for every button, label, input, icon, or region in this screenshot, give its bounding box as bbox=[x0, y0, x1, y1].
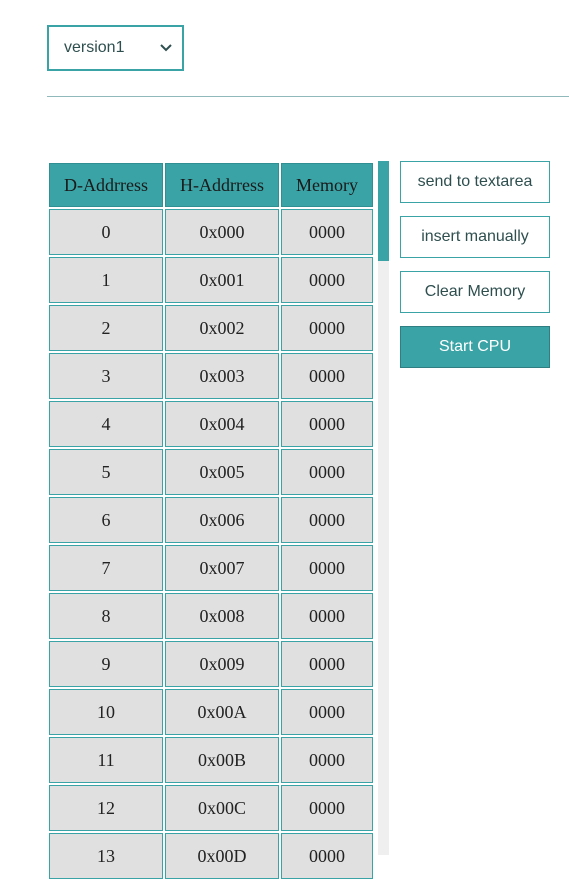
h-address-cell: 0x00D bbox=[165, 833, 279, 879]
column-header-memory: Memory bbox=[281, 163, 373, 207]
d-address-cell: 10 bbox=[49, 689, 163, 735]
h-address-cell: 0x004 bbox=[165, 401, 279, 447]
h-address-cell: 0x007 bbox=[165, 545, 279, 591]
d-address-cell: 4 bbox=[49, 401, 163, 447]
start-cpu-button[interactable]: Start CPU bbox=[400, 326, 550, 368]
d-address-cell: 3 bbox=[49, 353, 163, 399]
memory-cell[interactable]: 0000 bbox=[281, 353, 373, 399]
memory-cell[interactable]: 0000 bbox=[281, 641, 373, 687]
memory-cell[interactable]: 0000 bbox=[281, 209, 373, 255]
memory-table-header: D-Addrress H-Addrress Memory bbox=[49, 163, 373, 207]
divider bbox=[47, 96, 569, 97]
memory-cell[interactable]: 0000 bbox=[281, 785, 373, 831]
memory-cell[interactable]: 0000 bbox=[281, 593, 373, 639]
column-header-h-address: H-Addrress bbox=[165, 163, 279, 207]
version-select[interactable]: version1 bbox=[47, 25, 184, 71]
memory-cell[interactable]: 0000 bbox=[281, 401, 373, 447]
send-to-textarea-button[interactable]: send to textarea bbox=[400, 161, 550, 203]
column-header-d-address: D-Addrress bbox=[49, 163, 163, 207]
clear-memory-button[interactable]: Clear Memory bbox=[400, 271, 550, 313]
memory-cell[interactable]: 0000 bbox=[281, 833, 373, 879]
memory-cell[interactable]: 0000 bbox=[281, 497, 373, 543]
memory-cell[interactable]: 0000 bbox=[281, 737, 373, 783]
chevron-down-icon bbox=[156, 38, 176, 58]
memory-cell[interactable]: 0000 bbox=[281, 449, 373, 495]
h-address-cell: 0x000 bbox=[165, 209, 279, 255]
memory-cell[interactable]: 0000 bbox=[281, 257, 373, 303]
h-address-cell: 0x003 bbox=[165, 353, 279, 399]
d-address-cell: 1 bbox=[49, 257, 163, 303]
d-address-cell: 5 bbox=[49, 449, 163, 495]
d-address-cell: 9 bbox=[49, 641, 163, 687]
d-address-cell: 8 bbox=[49, 593, 163, 639]
h-address-cell: 0x009 bbox=[165, 641, 279, 687]
h-address-cell: 0x00C bbox=[165, 785, 279, 831]
h-address-cell: 0x001 bbox=[165, 257, 279, 303]
version-select-value: version1 bbox=[64, 39, 125, 56]
h-address-cell: 0x00B bbox=[165, 737, 279, 783]
h-address-cell: 0x008 bbox=[165, 593, 279, 639]
h-address-cell: 0x00A bbox=[165, 689, 279, 735]
h-address-cell: 0x002 bbox=[165, 305, 279, 351]
d-address-cell: 7 bbox=[49, 545, 163, 591]
d-address-cell: 11 bbox=[49, 737, 163, 783]
d-address-cell: 0 bbox=[49, 209, 163, 255]
memory-cell[interactable]: 0000 bbox=[281, 305, 373, 351]
d-address-cell: 13 bbox=[49, 833, 163, 879]
insert-manually-button[interactable]: insert manually bbox=[400, 216, 550, 258]
d-address-cell: 12 bbox=[49, 785, 163, 831]
h-address-cell: 0x006 bbox=[165, 497, 279, 543]
scrollbar-thumb[interactable] bbox=[378, 161, 389, 261]
h-address-cell: 0x005 bbox=[165, 449, 279, 495]
d-address-cell: 6 bbox=[49, 497, 163, 543]
table-scrollbar[interactable] bbox=[378, 161, 389, 855]
memory-cell[interactable]: 0000 bbox=[281, 545, 373, 591]
memory-cell[interactable]: 0000 bbox=[281, 689, 373, 735]
d-address-cell: 2 bbox=[49, 305, 163, 351]
